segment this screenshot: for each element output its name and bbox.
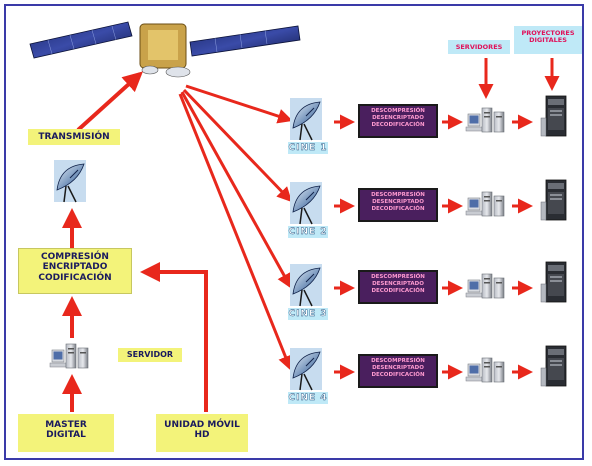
master-digital-box: MASTER DIGITAL (18, 414, 114, 452)
server-computer-icon (50, 344, 88, 368)
cine-server-icon (466, 108, 504, 132)
cine-dish-icon (290, 348, 322, 390)
servidores-header: SERVIDORES (448, 40, 510, 54)
process-step: DESCOMPRESIÓN (363, 192, 433, 199)
proyectores-line-2: DIGITALES (514, 37, 582, 44)
process-step: DECODIFICACIÓN (363, 122, 433, 129)
process-step: DECODIFICACIÓN (363, 372, 433, 379)
cine-label: CINE 2 (288, 226, 328, 238)
cine-server-icon (466, 274, 504, 298)
compresion-line-3: CODIFICACIÓN (19, 273, 131, 283)
cine-dish-icon (290, 182, 322, 224)
compresion-line-1: COMPRESIÓN (19, 252, 131, 262)
process-step: DESENCRIPTADO (363, 281, 433, 288)
unidad-line-2: HD (156, 430, 248, 440)
downlink-arrows (180, 86, 290, 368)
unidad-movil-box: UNIDAD MÓVIL HD (156, 414, 248, 452)
master-line-2: DIGITAL (18, 430, 114, 440)
cine-dish-icon (290, 264, 322, 306)
process-step: DESCOMPRESIÓN (363, 108, 433, 115)
cine-label: CINE 1 (288, 142, 328, 154)
header-arrows (486, 58, 552, 96)
cine-label: CINE 3 (288, 308, 328, 320)
projector-tower-icon (541, 346, 566, 386)
compresion-box: COMPRESIÓN ENCRIPTADO CODIFICACIÓN (18, 248, 132, 294)
process-step: DESENCRIPTADO (363, 115, 433, 122)
unidad-line-1: UNIDAD MÓVIL (156, 420, 248, 430)
cine-server-icon (466, 192, 504, 216)
compresion-line-2: ENCRIPTADO (19, 262, 131, 272)
servidor-label: SERVIDOR (118, 348, 182, 362)
master-line-1: MASTER (18, 420, 114, 430)
process-step: DESCOMPRESIÓN (363, 274, 433, 281)
satellite-icon (30, 22, 300, 77)
process-step: DECODIFICACIÓN (363, 288, 433, 295)
projector-tower-icon (541, 262, 566, 302)
projector-tower-icon (541, 180, 566, 220)
process-step: DECODIFICACIÓN (363, 206, 433, 213)
projector-tower-icon (541, 96, 566, 136)
process-step: DESCOMPRESIÓN (363, 358, 433, 365)
dish-antenna-icon (54, 160, 86, 202)
process-step: DESENCRIPTADO (363, 365, 433, 372)
proyectores-header: PROYECTORES DIGITALES (514, 26, 582, 54)
transmision-label: TRANSMISIÓN (28, 129, 120, 145)
cine-server-icon (466, 358, 504, 382)
process-step: DESENCRIPTADO (363, 199, 433, 206)
cine-dish-icon (290, 98, 322, 140)
cine-label: CINE 4 (288, 392, 328, 404)
